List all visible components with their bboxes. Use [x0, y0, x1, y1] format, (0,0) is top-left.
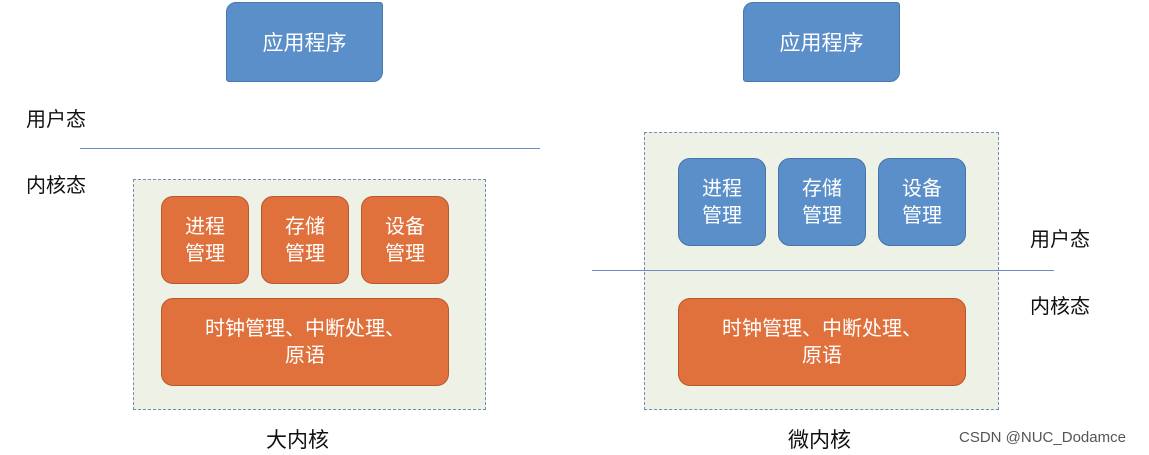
right-process-line2: 管理 [702, 203, 742, 227]
left-storage-line1: 存储 [285, 214, 325, 238]
left-mode-divider [80, 148, 540, 149]
right-device-line2: 管理 [902, 203, 942, 227]
left-process-management: 进程 管理 [161, 196, 249, 284]
left-core-functions: 时钟管理、中断处理、 原语 [161, 298, 449, 386]
left-core-line1: 时钟管理、中断处理、 [205, 316, 405, 340]
right-application-box: 应用程序 [743, 2, 900, 82]
right-application-label: 应用程序 [779, 31, 864, 55]
left-kernel-mode-label: 内核态 [26, 173, 86, 197]
left-device-line2: 管理 [385, 241, 425, 265]
left-device-management: 设备 管理 [361, 196, 449, 284]
right-core-line2: 原语 [802, 343, 842, 367]
right-kernel-title: 微内核 [788, 428, 851, 452]
left-device-line1: 设备 [385, 214, 425, 238]
right-kernel-mode-label: 内核态 [1030, 294, 1090, 318]
left-process-line2: 管理 [185, 241, 225, 265]
left-storage-line2: 管理 [285, 241, 325, 265]
left-application-box: 应用程序 [226, 2, 383, 82]
right-process-line1: 进程 [702, 176, 742, 200]
left-kernel-title: 大内核 [266, 428, 329, 452]
left-storage-management: 存储 管理 [261, 196, 349, 284]
left-application-label: 应用程序 [262, 31, 347, 55]
right-core-line1: 时钟管理、中断处理、 [722, 316, 922, 340]
right-mode-divider [592, 270, 1054, 271]
right-device-line1: 设备 [902, 176, 942, 200]
right-process-management: 进程 管理 [678, 158, 766, 246]
right-storage-line1: 存储 [802, 176, 842, 200]
right-storage-line2: 管理 [802, 203, 842, 227]
left-core-line2: 原语 [285, 343, 325, 367]
right-user-mode-label: 用户态 [1030, 227, 1090, 251]
left-user-mode-label: 用户态 [26, 107, 86, 131]
right-storage-management: 存储 管理 [778, 158, 866, 246]
watermark: CSDN @NUC_Dodamce [959, 429, 1126, 446]
right-core-functions: 时钟管理、中断处理、 原语 [678, 298, 966, 386]
left-process-line1: 进程 [185, 214, 225, 238]
right-device-management: 设备 管理 [878, 158, 966, 246]
